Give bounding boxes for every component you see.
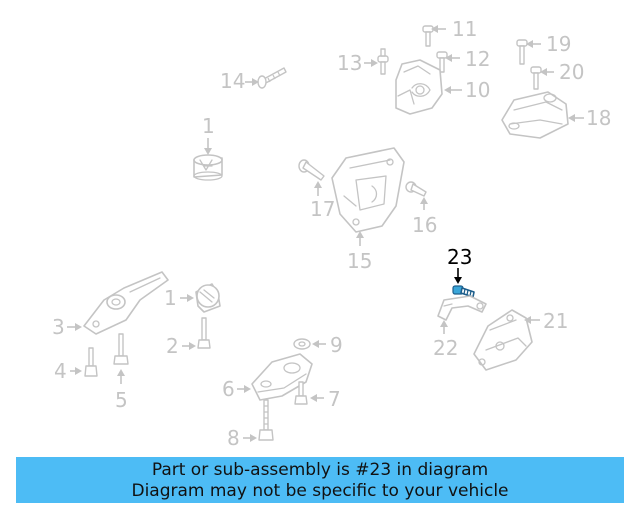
callout-20[interactable]: 20 <box>540 60 584 84</box>
svg-text:10: 10 <box>465 78 490 102</box>
part-8-bolt[interactable] <box>258 399 274 441</box>
part-9-washer[interactable] <box>293 338 311 350</box>
svg-text:3: 3 <box>52 315 65 339</box>
callout-4[interactable]: 4 <box>54 359 82 383</box>
part-16-bolt[interactable] <box>405 181 427 197</box>
part-2-bolt[interactable] <box>197 317 211 349</box>
part-21-bracket[interactable] <box>473 309 533 371</box>
svg-text:20: 20 <box>559 60 584 84</box>
callout-12[interactable]: 12 <box>445 47 490 71</box>
part-13-stud[interactable] <box>377 48 389 75</box>
svg-text:23: 23 <box>447 245 472 269</box>
svg-text:8: 8 <box>227 426 240 450</box>
svg-text:17: 17 <box>310 197 335 221</box>
callout-11[interactable]: 11 <box>431 17 477 41</box>
callout-10[interactable]: 10 <box>444 78 490 102</box>
callout-1b[interactable]: 1 <box>164 286 194 310</box>
svg-text:6: 6 <box>222 377 235 401</box>
callout-1a[interactable]: 1 <box>202 114 215 155</box>
part-22-link-arm[interactable] <box>437 295 487 321</box>
part-5-bolt[interactable] <box>113 333 129 365</box>
callout-22[interactable]: 22 <box>433 320 458 360</box>
part-3-torque-rod[interactable] <box>83 271 169 335</box>
svg-text:16: 16 <box>412 213 437 237</box>
callout-14[interactable]: 14 <box>220 69 259 93</box>
banner-line-part-number: Part or sub-assembly is #23 in diagram <box>151 460 489 480</box>
callout-13[interactable]: 13 <box>337 51 378 75</box>
callout-8[interactable]: 8 <box>227 426 257 450</box>
callout-9[interactable]: 9 <box>312 333 343 357</box>
svg-text:4: 4 <box>54 359 67 383</box>
svg-text:11: 11 <box>452 17 477 41</box>
part-15-engine-bracket[interactable] <box>331 147 405 233</box>
callout-21[interactable]: 21 <box>524 309 568 333</box>
callout-15[interactable]: 15 <box>347 231 372 273</box>
svg-text:14: 14 <box>220 69 245 93</box>
callout-2[interactable]: 2 <box>166 334 196 358</box>
part-7-bolt[interactable] <box>294 381 308 405</box>
callout-6[interactable]: 6 <box>222 377 251 401</box>
svg-text:1: 1 <box>164 286 177 310</box>
banner-line-disclaimer: Diagram may not be specific to your vehi… <box>131 481 509 501</box>
svg-text:18: 18 <box>586 106 611 130</box>
callout-18[interactable]: 18 <box>568 106 611 130</box>
part-1-bushing-lower[interactable] <box>195 283 221 313</box>
part-19-bolt[interactable] <box>516 39 528 65</box>
part-1-bushing-upper[interactable] <box>193 154 223 181</box>
part-6-mount[interactable] <box>251 353 313 401</box>
part-23-bolt-highlighted[interactable] <box>452 285 475 298</box>
callout-16[interactable]: 16 <box>412 197 437 237</box>
svg-text:2: 2 <box>166 334 179 358</box>
part-12-bolt[interactable] <box>436 51 448 73</box>
svg-text:22: 22 <box>433 336 458 360</box>
part-18-bracket[interactable] <box>501 91 569 139</box>
part-info-banner: Part or sub-assembly is #23 in diagram D… <box>16 457 624 503</box>
svg-text:15: 15 <box>347 249 372 273</box>
svg-text:5: 5 <box>115 388 128 412</box>
svg-text:13: 13 <box>337 51 362 75</box>
part-10-mount-bracket[interactable] <box>395 59 443 115</box>
callout-7[interactable]: 7 <box>310 387 341 411</box>
callout-19[interactable]: 19 <box>526 32 571 56</box>
callout-3[interactable]: 3 <box>52 315 82 339</box>
svg-text:12: 12 <box>465 47 490 71</box>
callout-17[interactable]: 17 <box>310 181 335 221</box>
callout-5[interactable]: 5 <box>115 369 128 412</box>
part-17-bolt[interactable] <box>298 159 325 181</box>
svg-text:19: 19 <box>546 32 571 56</box>
part-14-long-bolt[interactable] <box>257 67 287 89</box>
part-20-bolt[interactable] <box>530 66 542 90</box>
svg-text:21: 21 <box>543 309 568 333</box>
svg-text:7: 7 <box>328 387 341 411</box>
part-4-bolt[interactable] <box>84 347 98 377</box>
callout-23-active[interactable]: 23 <box>447 245 472 284</box>
svg-text:9: 9 <box>330 333 343 357</box>
svg-text:1: 1 <box>202 114 215 138</box>
